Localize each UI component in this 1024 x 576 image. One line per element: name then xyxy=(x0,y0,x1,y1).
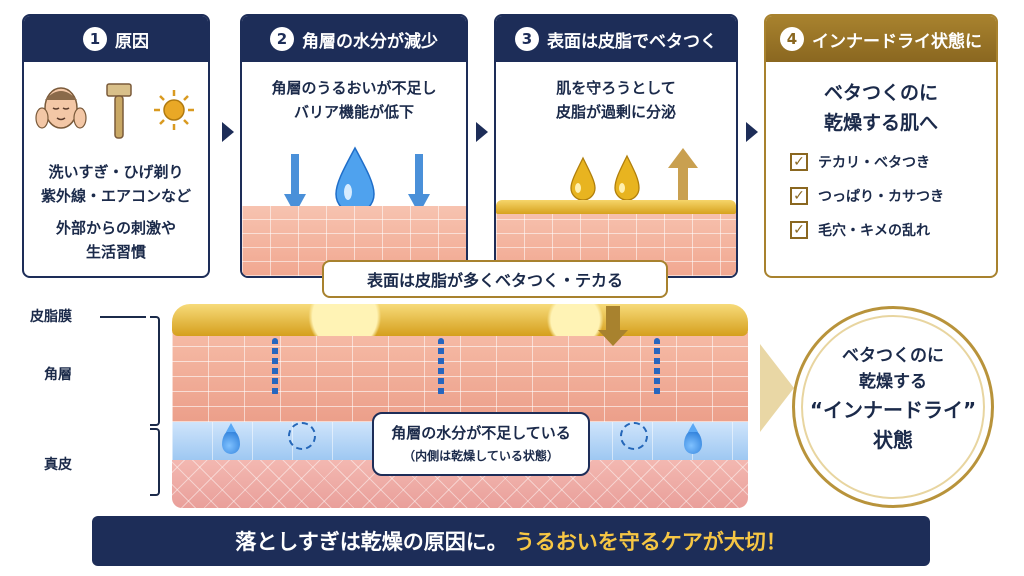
step-title-4: インナードライ状態に xyxy=(812,31,982,52)
symptom-checklist: ✓ テカリ・ベタつき ✓ つっぱり・カサつき ✓ 毛穴・キメの乱れ xyxy=(766,138,996,240)
layer-tick xyxy=(100,316,146,318)
sebum-layer-mini xyxy=(496,200,736,214)
checkbox-checked-icon: ✓ xyxy=(790,153,808,171)
moisture-note: 角層の水分が不足している （内側は乾燥している状態） xyxy=(372,412,590,476)
up-arrow-icon xyxy=(668,148,698,208)
cause-line: 紫外線・エアコンなど xyxy=(40,187,191,205)
step-card-3: 3 表面は皮脂でベタつく 肌を守ろうとして 皮脂が過剰に分泌 xyxy=(494,14,738,278)
cause-text-b: 外部からの刺激や 生活習慣 xyxy=(24,216,208,264)
flow-arrow-2 xyxy=(476,122,488,142)
step-desc-line: 皮脂が過剰に分泌 xyxy=(555,103,676,121)
flow-arrow-1 xyxy=(222,122,234,142)
moisture-escape-icon xyxy=(438,338,444,396)
step-card-4: 4 インナードライ状態に ベタつくのに 乾燥する肌へ ✓ テカリ・ベタつき ✓ … xyxy=(764,14,998,278)
cause-line: 外部からの刺激や xyxy=(55,219,176,237)
layer-label-dermis: 真皮 xyxy=(44,457,72,473)
cause-icons xyxy=(24,78,208,148)
step-desc-line: 肌を守ろうとして xyxy=(556,79,676,97)
checklist-label: つっぱり・カサつき xyxy=(818,189,944,205)
surface-label: 表面は皮脂が多くベタつく・テカる xyxy=(322,260,668,298)
result-line: ベタつくのに xyxy=(842,346,944,366)
checklist-item: ✓ つっぱり・カサつき xyxy=(790,186,996,206)
cause-text-a: 洗いすぎ・ひげ剃り 紫外線・エアコンなど xyxy=(24,160,208,208)
checklist-item: ✓ 毛穴・キメの乱れ xyxy=(790,220,996,240)
step-header-3: 3 表面は皮脂でベタつく xyxy=(496,16,736,62)
step-card-1: 1 原因 洗いすぎ・ひげ剃り 紫外線・エアコンなど xyxy=(22,14,210,278)
checklist-item: ✓ テカリ・ベタつき xyxy=(790,152,996,172)
step-desc-3: 肌を守ろうとして 皮脂が過剰に分泌 xyxy=(496,76,736,124)
step-title-3: 表面は皮脂でベタつく xyxy=(547,31,717,52)
moisture-note-title: 角層の水分が不足している xyxy=(391,424,571,442)
step-number-2: 2 xyxy=(270,27,294,51)
moisture-escape-icon xyxy=(654,338,660,396)
result-line: 状態 xyxy=(873,428,913,452)
step-number-4: 4 xyxy=(780,27,804,51)
dashed-drop-icon xyxy=(288,422,316,450)
checkbox-checked-icon: ✓ xyxy=(790,221,808,239)
step-header-2: 2 角層の水分が減少 xyxy=(242,16,466,62)
layer-label-horny: 角層 xyxy=(44,367,72,383)
horny-layer xyxy=(172,332,748,422)
down-arrow-icon xyxy=(284,154,306,214)
result-line: 乾燥する xyxy=(859,372,927,392)
result-keyword: “インナードライ” xyxy=(809,398,977,422)
flow-arrow-3 xyxy=(746,122,758,142)
moisture-escape-icon xyxy=(272,338,278,396)
water-drop-icon xyxy=(222,423,240,454)
step-header-4: 4 インナードライ状態に xyxy=(766,16,996,62)
sebum-down-arrow-icon xyxy=(598,306,628,346)
skin-cross-section xyxy=(172,300,748,508)
sun-icon xyxy=(154,90,194,130)
step-desc-line: 角層のうるおいが不足し xyxy=(271,79,437,97)
step-title-2: 角層の水分が減少 xyxy=(302,31,438,52)
oil-drop-icon xyxy=(570,156,596,201)
footer-message: 落としすぎは乾燥の原因に。 うるおいを守るケアが大切！ xyxy=(92,516,930,566)
step-title-1: 原因 xyxy=(115,31,149,52)
result-badge: ベタつくのに 乾燥する “インナードライ” 状態 xyxy=(792,306,994,508)
razor-icon xyxy=(106,83,132,139)
dashed-drop-icon xyxy=(620,422,648,450)
footer-text-highlight: うるおいを守るケアが大切！ xyxy=(513,530,787,554)
water-drop-icon xyxy=(684,423,702,454)
step-card-2: 2 角層の水分が減少 角層のうるおいが不足し バリア機能が低下 xyxy=(240,14,468,278)
cause-line: 洗いすぎ・ひげ剃り xyxy=(48,163,184,181)
footer-text-white: 落としすぎは乾燥の原因に。 xyxy=(235,530,508,554)
step-desc-line: 乾燥する肌へ xyxy=(823,112,938,134)
sebum-layer xyxy=(172,304,748,336)
step-desc-2: 角層のうるおいが不足し バリア機能が低下 xyxy=(242,76,466,124)
step-header-1: 1 原因 xyxy=(24,16,208,62)
moisture-note-sub: （内側は乾燥している状態） xyxy=(403,449,559,463)
step-number-3: 3 xyxy=(515,27,539,51)
result-arrow xyxy=(760,344,794,432)
down-arrow-icon xyxy=(408,154,430,214)
bracket-dermis xyxy=(150,428,160,496)
step-desc-4: ベタつくのに 乾燥する肌へ xyxy=(766,78,996,138)
oil-drop-icon xyxy=(614,154,640,201)
bracket-horny xyxy=(150,316,160,426)
checkbox-checked-icon: ✓ xyxy=(790,187,808,205)
checklist-label: 毛穴・キメの乱れ xyxy=(818,223,930,239)
cause-line: 生活習慣 xyxy=(85,243,146,261)
checklist-label: テカリ・ベタつき xyxy=(818,155,930,171)
step-desc-line: バリア機能が低下 xyxy=(293,103,414,121)
step-desc-line: ベタつくのに xyxy=(823,82,938,104)
step-number-1: 1 xyxy=(83,27,107,51)
face-wash-icon xyxy=(35,87,87,129)
layer-label-sebum: 皮脂膜 xyxy=(30,309,72,325)
